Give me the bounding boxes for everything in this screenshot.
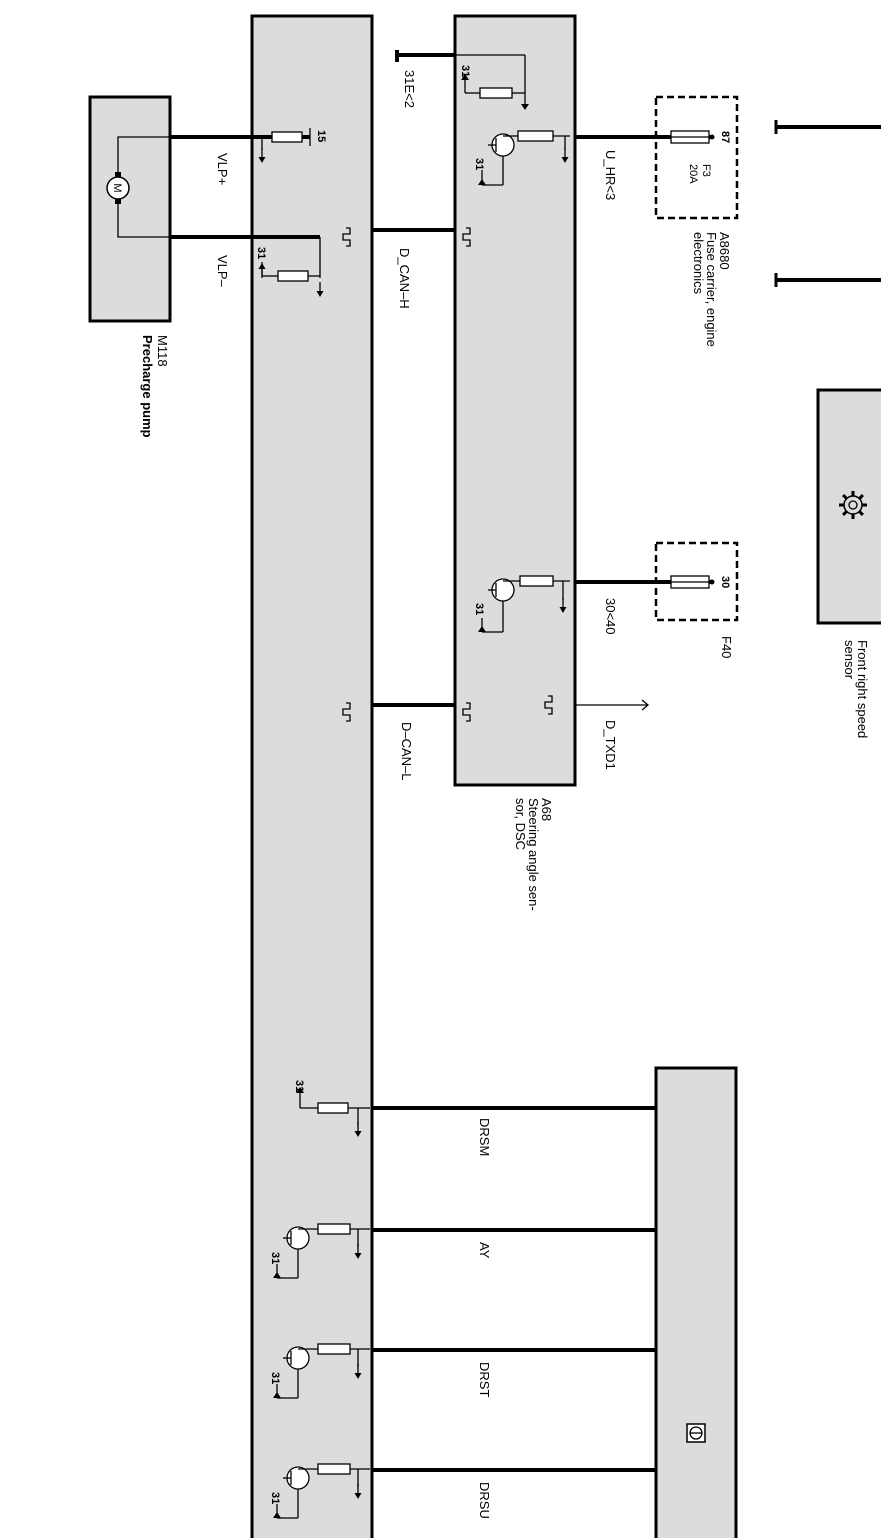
- pin-31-label: 31: [255, 247, 267, 259]
- fuse-f40-box: [654, 541, 739, 622]
- fuse-f3-id: F3: [700, 164, 712, 177]
- ay-label: AY: [477, 1242, 492, 1259]
- drsu-transistor: 31: [269, 1463, 370, 1519]
- a8680-name-1: Fuse carrier, engine: [704, 232, 719, 347]
- fuse-f3-symbol: [670, 130, 715, 144]
- precharge-pump-box: [88, 95, 172, 323]
- pin-15-input: 15: [257, 128, 327, 164]
- svg-text:31: 31: [473, 158, 485, 170]
- dsc-control-unit: [250, 14, 374, 1538]
- ground-31e-line: 31: [395, 50, 529, 110]
- transistor-a68-top: 31: [473, 130, 570, 186]
- d-txd1-line: [544, 695, 650, 715]
- supply-30-label: 30<40: [603, 598, 618, 635]
- yaw-sensor-icon: [686, 1423, 706, 1443]
- u-hr-label: U_HR<3: [603, 150, 618, 200]
- fuse-f3-box: [654, 95, 739, 220]
- fuse-f40-pin: 30: [719, 576, 731, 588]
- speed-sensor-name-1: Front right speed: [855, 640, 870, 738]
- pin-15-label: 15: [315, 130, 327, 142]
- drsm-label: DRSM: [477, 1118, 492, 1156]
- pin-31-vlp-minus: 31: [255, 237, 325, 298]
- m118-name: Precharge pump: [140, 335, 155, 438]
- drst-label: DRST: [477, 1362, 492, 1397]
- drst-transistor: 31: [269, 1343, 370, 1399]
- svg-text:31: 31: [269, 1492, 281, 1504]
- transistor-a68-mid: 31: [473, 575, 570, 633]
- ground-31e-label: 31E<2: [402, 70, 417, 108]
- svg-text:31: 31: [269, 1372, 281, 1384]
- svg-text:31: 31: [269, 1252, 281, 1264]
- steering-angle-sensor-box: [453, 14, 577, 787]
- d-txd1-label: D_TXD1: [603, 720, 618, 770]
- drsm-input: 31: [293, 1080, 370, 1138]
- gear-icon: [839, 491, 867, 519]
- fuse-f40-symbol: [670, 575, 715, 589]
- svg-text:31: 31: [459, 65, 471, 77]
- a68-name-1: Steering angle sen-: [526, 798, 541, 911]
- svg-text:31: 31: [473, 603, 485, 615]
- a68-id: A68: [539, 798, 554, 821]
- vlp-minus-label: VLP–: [215, 255, 230, 288]
- svg-text:31: 31: [293, 1080, 305, 1092]
- drsu-label: DRSU: [477, 1482, 492, 1519]
- motor-icon: M: [106, 136, 170, 238]
- motor-symbol: M: [111, 183, 123, 192]
- speed-sensor-name-2: sensor: [842, 640, 857, 680]
- d-can-l-label: D–CAN–L: [399, 722, 414, 781]
- a8680-id: A8680: [717, 232, 732, 270]
- yaw-sensor-box: [654, 1066, 738, 1538]
- a8680-name-2: electronics: [691, 232, 706, 295]
- a68-name-2: sor, DSC: [513, 798, 528, 850]
- fuse-f40-id: F40: [719, 636, 734, 658]
- m118-id: M118: [155, 335, 170, 367]
- d-can-h-label: D_CAN–H: [397, 248, 412, 309]
- vlp-plus-label: VLP+: [215, 153, 230, 185]
- ay-transistor: 31: [269, 1223, 370, 1279]
- fuse-f3-pin: 87: [719, 131, 731, 143]
- fuse-f3-rating: 20A: [687, 164, 699, 184]
